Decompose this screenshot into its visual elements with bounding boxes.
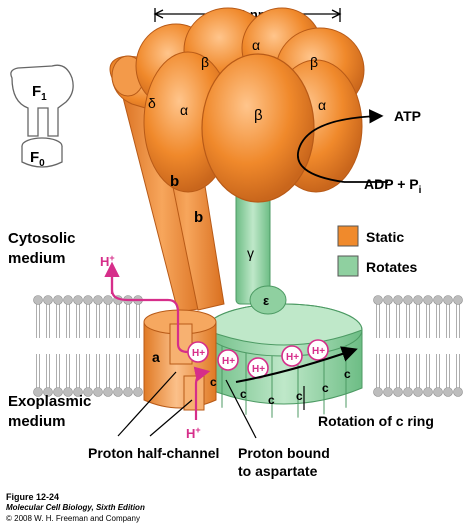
proton-bound-label-line-2: to aspartate bbox=[238, 463, 318, 479]
lipid-head bbox=[453, 295, 463, 305]
proton-bound-label-line-1: Proton bound bbox=[238, 445, 330, 461]
lipid-head bbox=[433, 295, 443, 305]
proton-marker-label: H+ bbox=[192, 348, 205, 359]
lipid-head bbox=[373, 387, 383, 397]
rotation-label: Rotation of c ring bbox=[318, 413, 434, 429]
lipid-head bbox=[33, 387, 43, 397]
proton-marker bbox=[217, 349, 239, 371]
lipid-head bbox=[83, 387, 93, 397]
delta-label: δ bbox=[148, 95, 156, 111]
f0-label: F0 bbox=[30, 149, 45, 169]
lipid-head bbox=[53, 295, 63, 305]
alpha-label-2: α bbox=[180, 102, 188, 118]
proton-marker-label: H+ bbox=[222, 356, 235, 367]
epsilon-label: ε bbox=[263, 293, 269, 308]
atp-label: ATP bbox=[394, 108, 421, 124]
b-label-2: b bbox=[194, 209, 203, 226]
cytosolic-label-line-2: medium bbox=[8, 250, 66, 267]
proton-marker bbox=[307, 339, 329, 361]
lipid-head bbox=[113, 387, 123, 397]
figure-number: Figure 12-24 bbox=[6, 492, 60, 502]
proton-marker-label: H+ bbox=[286, 352, 299, 363]
exoplasmic-label-line-1: Exoplasmic bbox=[8, 393, 91, 410]
c-label-5: c bbox=[322, 381, 329, 395]
lipid-head bbox=[443, 387, 453, 397]
lipid-head bbox=[383, 295, 393, 305]
alpha-label-3: α bbox=[318, 97, 326, 113]
c-label-1: c bbox=[210, 375, 217, 389]
lipid-head bbox=[413, 295, 423, 305]
lipid-head bbox=[393, 387, 403, 397]
lipid-head bbox=[73, 295, 83, 305]
lipid-head bbox=[423, 295, 433, 305]
rotation-arrow bbox=[235, 346, 358, 383]
lipid-head bbox=[103, 295, 113, 305]
alpha-label-1: α bbox=[252, 37, 260, 53]
lipid-head bbox=[383, 387, 393, 397]
lipid-head bbox=[393, 295, 403, 305]
lipid-head bbox=[63, 295, 73, 305]
proton-top-label: H+ bbox=[100, 253, 115, 269]
lipid-head bbox=[53, 387, 63, 397]
adp-label: ADP + Pi bbox=[364, 176, 422, 196]
c-label-3: c bbox=[268, 393, 275, 407]
cytosolic-label-line-1: Cytosolic bbox=[8, 230, 76, 247]
lipid-head bbox=[133, 387, 143, 397]
lipid-head bbox=[33, 295, 43, 305]
c-label-2: c bbox=[240, 387, 247, 401]
legend-swatch-static bbox=[337, 225, 359, 247]
pointer-lines bbox=[117, 371, 305, 439]
exoplasmic-label-line-2: medium bbox=[8, 413, 66, 430]
lipid-head bbox=[73, 387, 83, 397]
lipid-head bbox=[453, 387, 463, 397]
beta-label-1: β bbox=[201, 54, 209, 70]
lipid-bilayer bbox=[33, 295, 463, 397]
lipid-head bbox=[423, 387, 433, 397]
bound-protons: H+ H+ H+ H+ H+ bbox=[187, 339, 329, 379]
b-label-1: b bbox=[170, 173, 179, 190]
lipid-head bbox=[43, 295, 53, 305]
epsilon-subunit bbox=[249, 285, 287, 315]
lipid-head bbox=[43, 387, 53, 397]
book-title: Molecular Cell Biology, Sixth Edition bbox=[6, 503, 145, 512]
lipid-head bbox=[403, 295, 413, 305]
lipid-head bbox=[103, 387, 113, 397]
legend-swatch-rotates bbox=[337, 255, 359, 277]
legend: Static Rotates bbox=[337, 225, 418, 277]
proton-path bbox=[104, 261, 211, 420]
f1-label: F1 bbox=[32, 83, 47, 103]
lipid-head bbox=[83, 295, 93, 305]
atp-synthesis-arrow bbox=[297, 109, 388, 183]
lipid-head bbox=[93, 387, 103, 397]
lipid-head bbox=[63, 387, 73, 397]
legend-label-rotates: Rotates bbox=[366, 259, 418, 275]
proton-marker-label: H+ bbox=[312, 346, 325, 357]
proton-marker bbox=[281, 345, 303, 367]
lipid-head bbox=[373, 295, 383, 305]
copyright-line: © 2008 W. H. Freeman and Company bbox=[6, 514, 140, 523]
gamma-label: γ bbox=[247, 245, 254, 261]
legend-label-static: Static bbox=[366, 229, 404, 245]
lipid-head bbox=[123, 387, 133, 397]
f1-head bbox=[135, 7, 365, 203]
a-label: a bbox=[152, 349, 160, 365]
proton-bottom-label: H+ bbox=[186, 425, 201, 441]
beta-label-3: β bbox=[254, 107, 263, 124]
beta-label-2: β bbox=[310, 54, 318, 70]
c-label-6: c bbox=[344, 367, 351, 381]
lipid-head bbox=[93, 295, 103, 305]
lipid-head bbox=[443, 295, 453, 305]
inset-schematic: F1 F0 bbox=[10, 64, 74, 169]
lipid-head bbox=[433, 387, 443, 397]
proton-half-channel-label: Proton half-channel bbox=[88, 445, 219, 461]
lipid-head bbox=[403, 387, 413, 397]
lipid-head bbox=[413, 387, 423, 397]
proton-marker bbox=[187, 341, 209, 363]
c-label-4: c bbox=[296, 389, 303, 403]
proton-marker-label: H+ bbox=[252, 364, 265, 375]
